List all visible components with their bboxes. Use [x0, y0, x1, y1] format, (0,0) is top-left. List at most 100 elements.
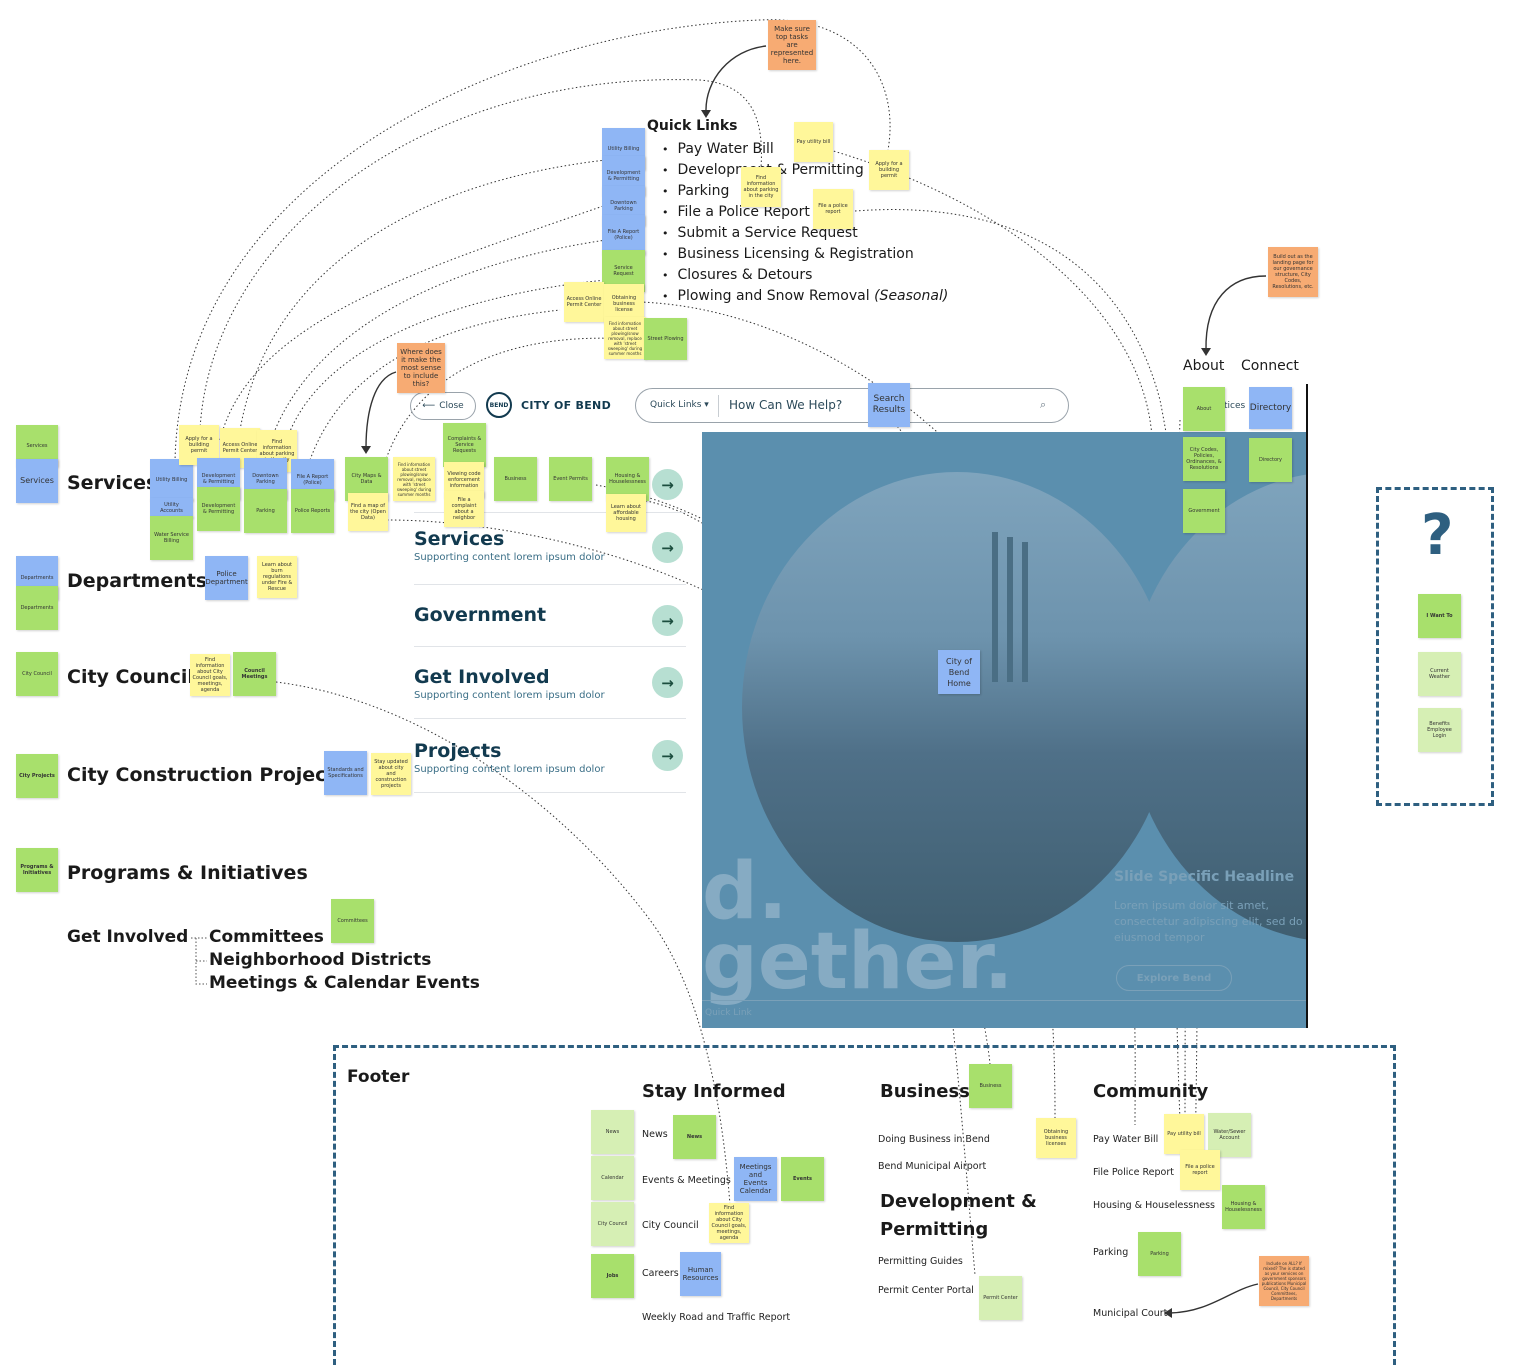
close-button[interactable]: ⟵Close: [410, 392, 476, 420]
arrow-right-icon[interactable]: →: [652, 667, 683, 698]
sticky-plow-info-2: Find information about street plowing/sn…: [393, 457, 435, 501]
sticky-file-complaint: File a complaint about a neighbor: [444, 491, 484, 527]
quick-link-item[interactable]: Parking: [662, 181, 948, 202]
sticky-services-blue: Services: [16, 459, 58, 503]
sticky-file-police-2: File a police report: [1180, 1150, 1220, 1190]
footer-link[interactable]: Events & Meetings: [642, 1175, 731, 1186]
quick-links-dropdown[interactable]: Quick Links ▾: [650, 400, 709, 410]
sticky-human-resources: Human Resources: [680, 1252, 721, 1296]
footer-link[interactable]: News: [642, 1129, 668, 1140]
sticky-utility-billing-2: Utility Billing: [150, 459, 193, 501]
quick-link-item[interactable]: Plowing and Snow Removal (Seasonal): [662, 286, 949, 307]
quick-links-list: Pay Water Bill Development & Permitting …: [662, 139, 949, 307]
smokestack: [992, 532, 998, 682]
sticky-find-map: Find a map of the city (Open Data): [348, 493, 388, 531]
sticky-utility-accounts: Utility Accounts: [150, 498, 193, 518]
sticky-dev-permitting-3: Development & Permitting: [197, 487, 240, 531]
sticky-calendar: Calendar: [591, 1156, 634, 1200]
menu-row-services[interactable]: Services Supporting content lorem ipsum …: [414, 528, 686, 585]
footer-link[interactable]: Careers: [642, 1268, 679, 1279]
sticky-event-permits: Event Permits: [549, 457, 592, 501]
arrow-right-icon[interactable]: →: [652, 740, 683, 771]
menu-row-get-involved[interactable]: Get Involved Supporting content lorem ip…: [414, 666, 686, 719]
label-programs: Programs & Initiatives: [67, 862, 308, 884]
sticky-benefits-login: Benefits Employee Login: [1418, 708, 1461, 752]
sticky-learn-fire: Learn about burn regulations under Fire …: [257, 556, 297, 598]
sticky-news: News: [673, 1115, 716, 1159]
label-get-involved: Get Involved: [67, 927, 189, 947]
quick-link-item[interactable]: File a Police Report: [662, 202, 948, 223]
footer-link[interactable]: Housing & Houselessness: [1093, 1200, 1215, 1211]
sticky-events: Events: [781, 1157, 824, 1201]
arrow-right-icon[interactable]: →: [652, 605, 683, 636]
sticky-government: Government: [1183, 489, 1225, 533]
footer-development-1: Development &: [880, 1191, 1037, 1212]
search-icon[interactable]: ⌕: [1040, 398, 1047, 411]
smokestack: [1022, 542, 1028, 682]
sticky-police-reports: Police Reports: [291, 489, 334, 533]
footer-link[interactable]: Permit Center Portal: [878, 1285, 974, 1296]
note-where: Where does it make the most sense to inc…: [397, 343, 445, 393]
question-mark: ?: [1421, 503, 1454, 568]
sticky-departments-green: Departments: [16, 586, 58, 630]
notices-link[interactable]: tices: [1224, 401, 1246, 411]
sticky-committees: Committees: [331, 899, 374, 943]
footer-link[interactable]: Bend Municipal Airport: [878, 1161, 987, 1172]
sticky-meetings-calendar: Meetings and Events Calendar: [734, 1157, 777, 1201]
label-meetings: Meetings & Calendar Events: [209, 973, 480, 993]
sticky-city-projects: City Projects: [16, 754, 58, 798]
sticky-standards: Standards and Specifications: [324, 751, 367, 795]
arrow-right-icon[interactable]: →: [652, 532, 683, 563]
search-input[interactable]: How Can We Help?: [729, 398, 843, 412]
arrow-right-icon[interactable]: →: [652, 469, 683, 500]
smokestack: [1007, 537, 1013, 682]
hero-divider: [702, 1000, 1306, 1001]
sticky-business-footer: Business: [969, 1064, 1012, 1108]
hero-text-2: gether.: [702, 917, 1014, 1007]
footer-link[interactable]: Municipal Court: [1093, 1308, 1168, 1319]
sticky-city-council-lg: City Council: [591, 1202, 634, 1246]
sticky-housing: Housing & Houselessness: [606, 457, 649, 501]
search-bar[interactable]: Quick Links ▾ How Can We Help? ⌕: [635, 388, 1069, 423]
sticky-news-lg: News: [591, 1110, 634, 1154]
quick-link-item[interactable]: Business Licensing & Registration: [662, 244, 948, 265]
label-construction: City Construction Projects: [67, 764, 347, 786]
footer-link[interactable]: Permitting Guides: [878, 1256, 963, 1267]
menu-row-projects[interactable]: Projects Supporting content lorem ipsum …: [414, 740, 686, 793]
footer-link[interactable]: Weekly Road and Traffic Report: [642, 1312, 791, 1323]
nav-connect[interactable]: Connect: [1241, 358, 1299, 374]
hero-text-1: d.: [702, 847, 788, 937]
label-neighborhood: Neighborhood Districts: [209, 950, 432, 970]
sticky-access-permit: Access Online Permit Center: [564, 282, 604, 322]
sticky-apply-permit: Apply for a building permit: [869, 150, 909, 190]
quick-link-item[interactable]: Closures & Detours: [662, 265, 948, 286]
sticky-council-goals: Find information about City Council goal…: [709, 1203, 749, 1243]
sticky-find-parking: Find information about parking in the ci…: [741, 167, 781, 207]
footer-link[interactable]: Parking: [1093, 1247, 1129, 1258]
footer-development-2: Permitting: [880, 1219, 989, 1240]
footer-link[interactable]: Doing Business in Bend: [878, 1134, 990, 1145]
sticky-stay-updated: Stay updated about city and construction…: [371, 753, 411, 795]
quick-link-item[interactable]: Submit a Service Request: [662, 223, 948, 244]
sticky-permit-center: Permit Center: [979, 1276, 1022, 1320]
nav-about[interactable]: About: [1183, 358, 1225, 374]
footer-link[interactable]: Pay Water Bill: [1093, 1134, 1159, 1145]
directory-link[interactable]: Directory: [1249, 387, 1292, 429]
sticky-pay-utility: Pay utility bill: [794, 122, 833, 162]
sticky-search-results: Search Results: [868, 383, 910, 427]
sticky-file-a-report: File A Report (Police): [602, 215, 645, 255]
quick-link-item[interactable]: Pay Water Bill: [662, 139, 948, 160]
quick-links-title: Quick Links: [647, 118, 738, 134]
note-governance: Build out as the landing page for our go…: [1268, 247, 1318, 297]
footer-link[interactable]: City Council: [642, 1220, 699, 1231]
footer-link[interactable]: File Police Report: [1093, 1167, 1174, 1178]
logo-text: CITY OF BEND: [521, 399, 611, 412]
label-departments: Departments: [67, 570, 208, 592]
search-divider: [718, 395, 719, 417]
label-services: Services: [67, 472, 158, 494]
sticky-pay-utility-2: Pay utility bill: [1164, 1114, 1204, 1154]
explore-button[interactable]: Explore Bend: [1116, 965, 1232, 991]
hero-quick-link[interactable]: Quick Link: [705, 1008, 752, 1018]
menu-row-government[interactable]: Government: [414, 604, 686, 647]
sticky-street-plowing: Street Plowing: [644, 318, 687, 360]
